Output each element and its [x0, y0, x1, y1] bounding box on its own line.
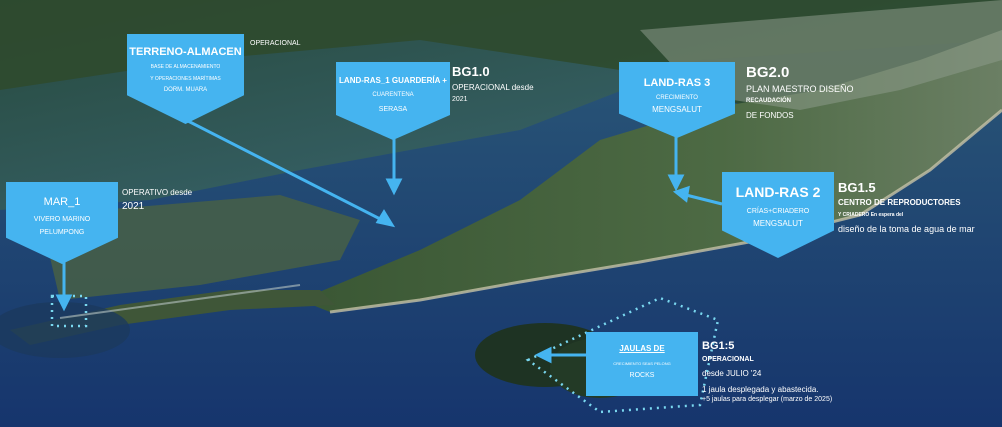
land-ras-2-info: BG1.5 CENTRO DE REPRODUCTORES Y CRIADERO…	[838, 180, 975, 235]
land-ras-3-code: BG2.0	[746, 64, 790, 81]
marker-jaulas-line1: CRECIMIENTO SEAS PELONG	[613, 361, 671, 366]
arrowhead-jaulas	[534, 346, 552, 364]
arrow-land-ras-2	[681, 192, 723, 206]
marker-land-ras-2-title: LAND-RAS 2	[735, 184, 821, 200]
marker-land-ras-1-line1: CUARENTENA	[372, 92, 414, 98]
marker-land-ras-3-line2: MENGSALUT	[652, 105, 702, 114]
marker-mar-1-title: MAR_1	[43, 196, 81, 208]
arrowhead-land-ras-1	[385, 178, 403, 196]
land-ras-2-status: CENTRO DE REPRODUCTORES	[838, 198, 961, 208]
land-ras-1-code: BG1.0	[452, 64, 490, 79]
jaulas-since: desde JULIO '24	[702, 368, 762, 378]
jaulas-note1: 1 jaula desplegada y abastecida.	[702, 384, 819, 394]
marker-land-ras-2-line1: CRÍAS+CRIADERO	[746, 208, 810, 215]
mar-1-status: OPERATIVO desde	[122, 188, 193, 197]
jaulas-code: BG1:5	[702, 340, 735, 352]
land-ras-2-note1: Y CRIADERO En espera del	[838, 212, 904, 219]
marker-land-ras-3-line1: CRECIMIENTO	[656, 95, 698, 101]
mar1-zone-outline	[50, 294, 88, 328]
land-ras-3-status: PLAN MAESTRO DISEÑO	[746, 83, 854, 94]
marker-terreno-line3: DORM. MUARA	[163, 87, 208, 93]
arrow-terreno	[185, 118, 387, 224]
marker-terreno-title: TERRENO-ALMACEN	[129, 46, 242, 58]
marker-terreno-line1: BASE DE ALMACENAMIENTO	[150, 64, 221, 70]
marker-mar-1-line1: VIVERO MARINO	[33, 216, 91, 223]
land-ras-2-code: BG1.5	[838, 180, 876, 195]
jaulas-info: BG1:5 OPERACIONAL desde JULIO '24 1 jaul…	[702, 340, 832, 404]
marker-jaulas-title: JAULAS DE	[619, 344, 665, 353]
mar-1-info: OPERATIVO desde 2021	[122, 188, 192, 214]
marker-land-ras-3-title: LAND-RAS 3	[643, 77, 711, 89]
land-ras-2-note2: diseño de la toma de agua de mar	[838, 223, 975, 234]
arrowhead-land-ras-3	[667, 174, 685, 192]
marker-land-ras-1-title: LAND-RAS_1 GUARDERÍA +	[339, 76, 447, 85]
marker-jaulas[interactable]: JAULAS DE CRECIMIENTO SEAS PELONG ROCKS	[586, 332, 698, 396]
marker-land-ras-1-line2: SERASA	[378, 106, 408, 113]
marker-jaulas-line2: ROCKS	[629, 372, 655, 379]
marker-land-ras-2-line2: MENGSALUT	[753, 219, 803, 228]
mar-1-year: 2021	[122, 201, 145, 212]
land-ras-1-info: BG1.0 OPERACIONAL desde 2021	[452, 64, 534, 105]
arrowhead-land-ras-2	[672, 185, 690, 203]
land-ras-3-note2: DE FONDOS	[746, 110, 794, 120]
land-ras-3-note1: RECAUDACIÓN	[746, 98, 791, 104]
jaulas-note2: +5 jaulas para desplegar (marzo de 2025)	[702, 395, 833, 403]
jaulas-status: OPERACIONAL	[702, 355, 754, 363]
land-ras-1-year: 2021	[452, 96, 468, 104]
land-ras-3-info: BG2.0 PLAN MAESTRO DISEÑO RECAUDACIÓN DE…	[746, 64, 854, 121]
marker-terreno-line2: Y OPERACIONES MARÍTIMAS	[150, 76, 221, 82]
terreno-status: OPERACIONAL	[250, 40, 301, 47]
land-ras-1-status: OPERACIONAL desde	[452, 83, 534, 93]
marker-mar-1-line2: PELUMPONG	[39, 229, 85, 236]
arrowhead-mar-1	[55, 294, 73, 312]
arrowhead-terreno	[375, 209, 396, 228]
